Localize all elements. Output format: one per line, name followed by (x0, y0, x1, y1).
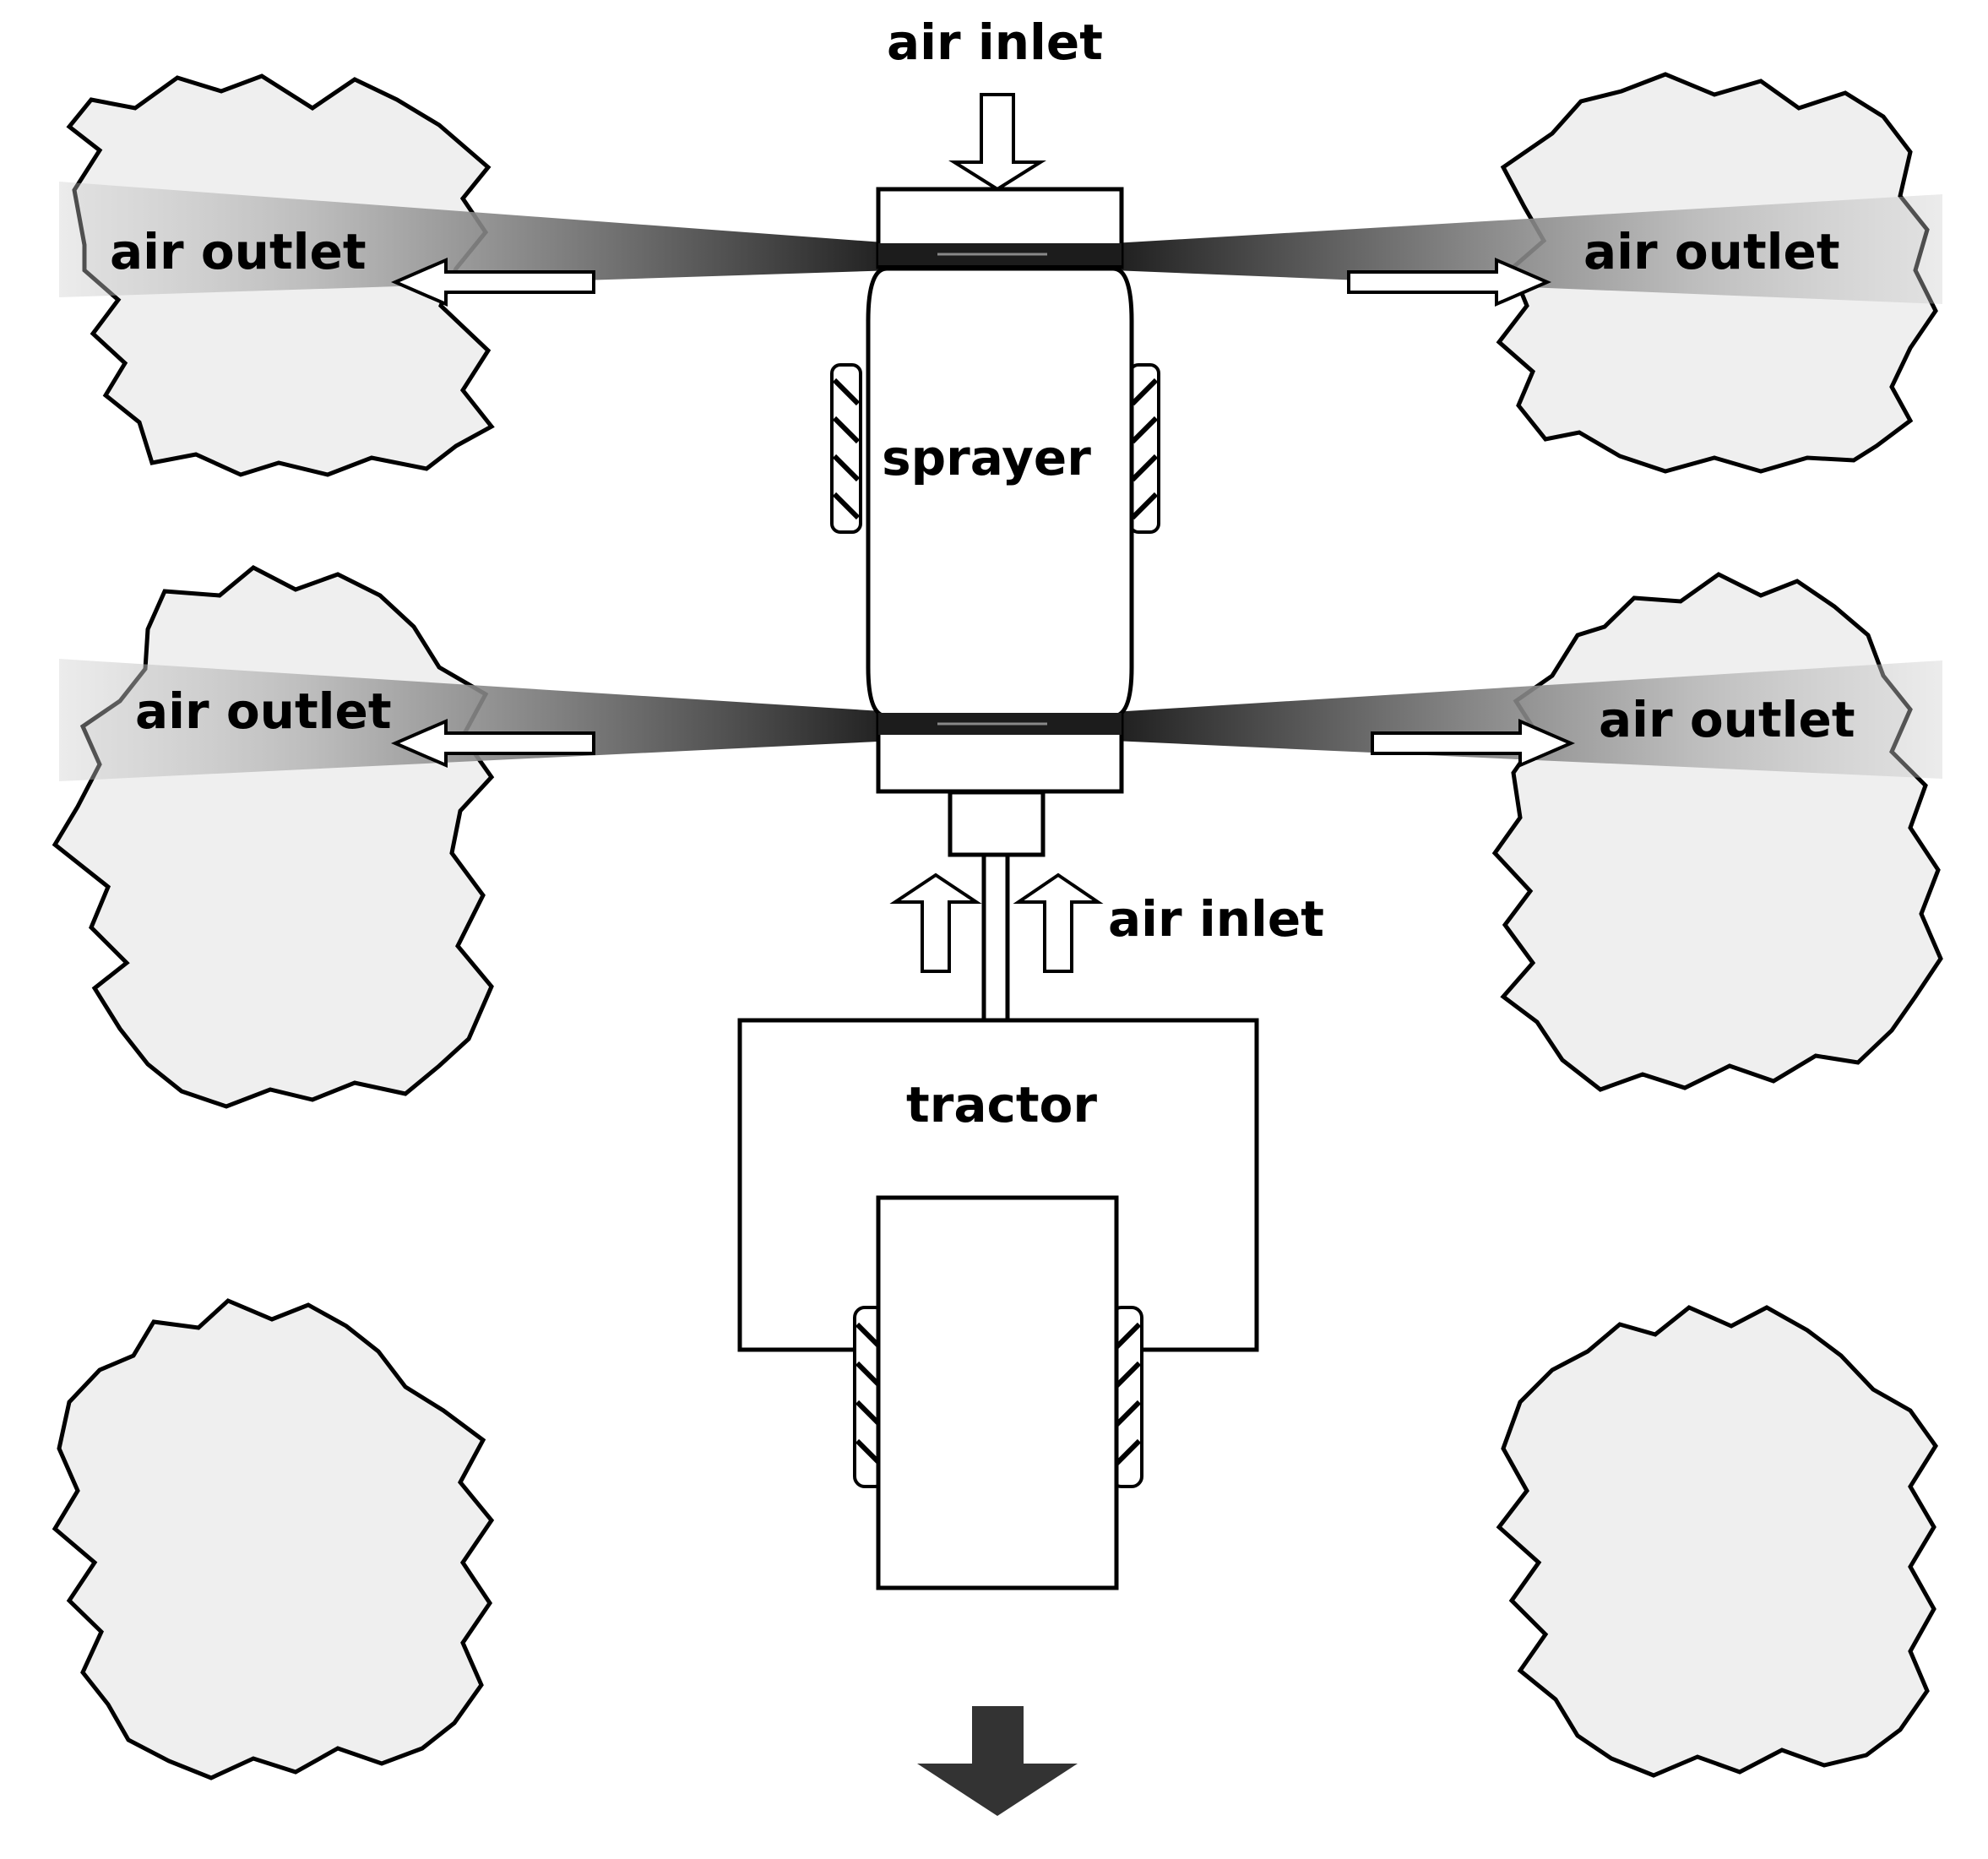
tree-canopy-bottom-right (1496, 1305, 1939, 1778)
air-outlet-bottom-left-label: air outlet (135, 682, 392, 740)
air-inlet-bottom-label: air inlet (1108, 890, 1324, 948)
tractor-cabin (876, 1195, 1119, 1590)
sprayer (830, 187, 1160, 1020)
sprayer-right-tire (1128, 363, 1160, 534)
tree-canopy-middle-right (1491, 572, 1943, 1092)
air-inlet-bottom-right-arrow (1013, 872, 1104, 973)
air-inlet-top-arrow (948, 93, 1046, 192)
air-jet-bottom-left (59, 659, 895, 781)
sprayer-tank (866, 266, 1134, 719)
air-jet-bottom-right (1113, 660, 1942, 779)
sprayer-left-tire (830, 363, 862, 534)
air-outlet-top-left-label: air outlet (110, 223, 367, 280)
air-outlet-bottom-left-arrow (390, 718, 595, 769)
air-inlet-top-label: air inlet (887, 14, 1103, 71)
air-outlet-bottom-right-label: air outlet (1599, 691, 1855, 748)
air-outlet-top-right-arrow (1347, 257, 1552, 307)
air-outlet-bottom-right-arrow (1371, 718, 1576, 769)
air-outlet-top-left-arrow (390, 257, 595, 307)
tractor-label: tractor (906, 1076, 1097, 1133)
sprayer-label: sprayer (882, 429, 1091, 486)
air-inlet-bottom-left-arrow (889, 872, 982, 973)
down-arrow-icon (917, 1706, 1078, 1816)
air-jet-top-left (59, 182, 895, 297)
air-outlet-top-right-label: air outlet (1583, 223, 1840, 280)
air-jet-top-right (1113, 194, 1942, 304)
tree-canopy-middle-left (52, 565, 495, 1109)
sprayer-hitch (948, 790, 1046, 857)
tractor (737, 1018, 1259, 1590)
tree-canopy-bottom-left (52, 1298, 495, 1780)
tractor-right-tire (1110, 1306, 1143, 1488)
